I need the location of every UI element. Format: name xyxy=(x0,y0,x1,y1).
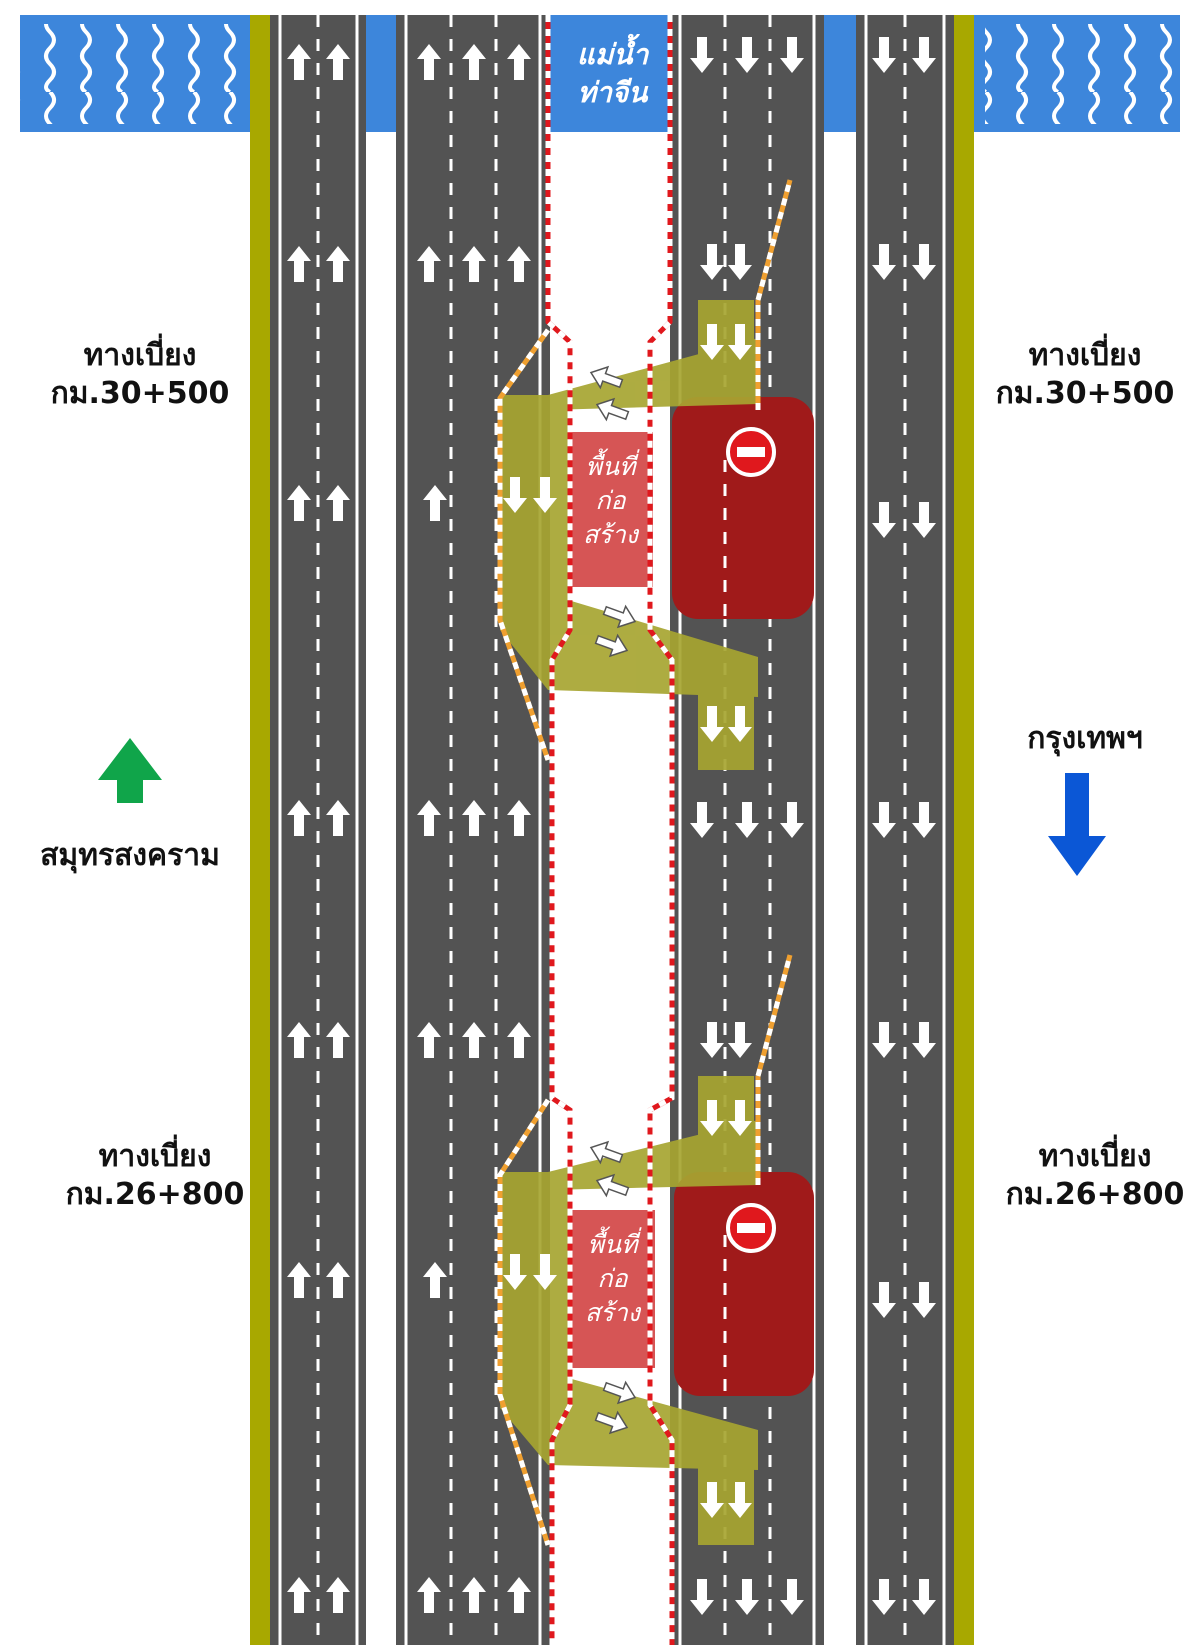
detour-km: กม.26+800 xyxy=(1005,1176,1185,1212)
detour-title: ทางเบี่ยง xyxy=(83,338,197,373)
river-name-line1: แม่น้ำ xyxy=(576,38,649,71)
detour-label-top-right: ทางเบี่ยง กม.30+500 xyxy=(985,337,1185,412)
no-entry-icon xyxy=(726,427,776,477)
construction-label-bottom: พื้นที่ ก่อ สร้าง xyxy=(570,1228,655,1329)
construction-line1: พื้นที่ xyxy=(585,452,636,481)
construction-area-bottom xyxy=(570,1210,655,1368)
construction-line2: ก่อ xyxy=(595,485,626,515)
left-shoulder-line xyxy=(250,15,270,1645)
construction-line1: พื้นที่ xyxy=(587,1230,638,1259)
right-shoulder-line xyxy=(954,15,974,1645)
median-barrier xyxy=(545,15,675,1645)
river-name-line2: ท่าจีน xyxy=(577,75,648,109)
closed-zone-bottom xyxy=(674,1172,814,1396)
detour-label-top-left: ทางเบี่ยง กม.30+500 xyxy=(40,337,240,412)
detour-title: ทางเบี่ยง xyxy=(1028,338,1142,373)
detour-channelizers xyxy=(497,179,793,1546)
construction-line3: สร้าง xyxy=(585,1297,640,1327)
construction-label-top: พื้นที่ ก่อ สร้าง xyxy=(568,450,653,551)
direction-label-left: สมุทรสงคราม xyxy=(40,838,220,873)
construction-area-top xyxy=(568,432,653,587)
construction-line2: ก่อ xyxy=(597,1263,628,1293)
closed-zone-top xyxy=(672,397,814,619)
detour-bands xyxy=(500,300,758,1545)
river xyxy=(20,15,1180,132)
detour-km: กม.30+500 xyxy=(995,375,1175,411)
detour-km: กม.26+800 xyxy=(65,1176,245,1212)
no-entry-icon xyxy=(726,1203,776,1253)
detour-label-bottom-right: ทางเบี่ยง กม.26+800 xyxy=(995,1138,1195,1213)
direction-label-right: กรุงเทพฯ xyxy=(1027,721,1143,756)
detour-title: ทางเบี่ยง xyxy=(98,1139,212,1174)
river-label: แม่น้ำ ท่าจีน xyxy=(560,36,665,112)
up-arrow-icon xyxy=(98,738,162,803)
dashed-lane-dividers xyxy=(316,15,907,1645)
detour-km: กม.30+500 xyxy=(50,375,230,411)
detour-label-bottom-left: ทางเบี่ยง กม.26+800 xyxy=(55,1138,255,1213)
detour-title: ทางเบี่ยง xyxy=(1038,1139,1152,1174)
construction-line3: สร้าง xyxy=(583,519,638,549)
down-arrow-icon xyxy=(1048,773,1106,876)
